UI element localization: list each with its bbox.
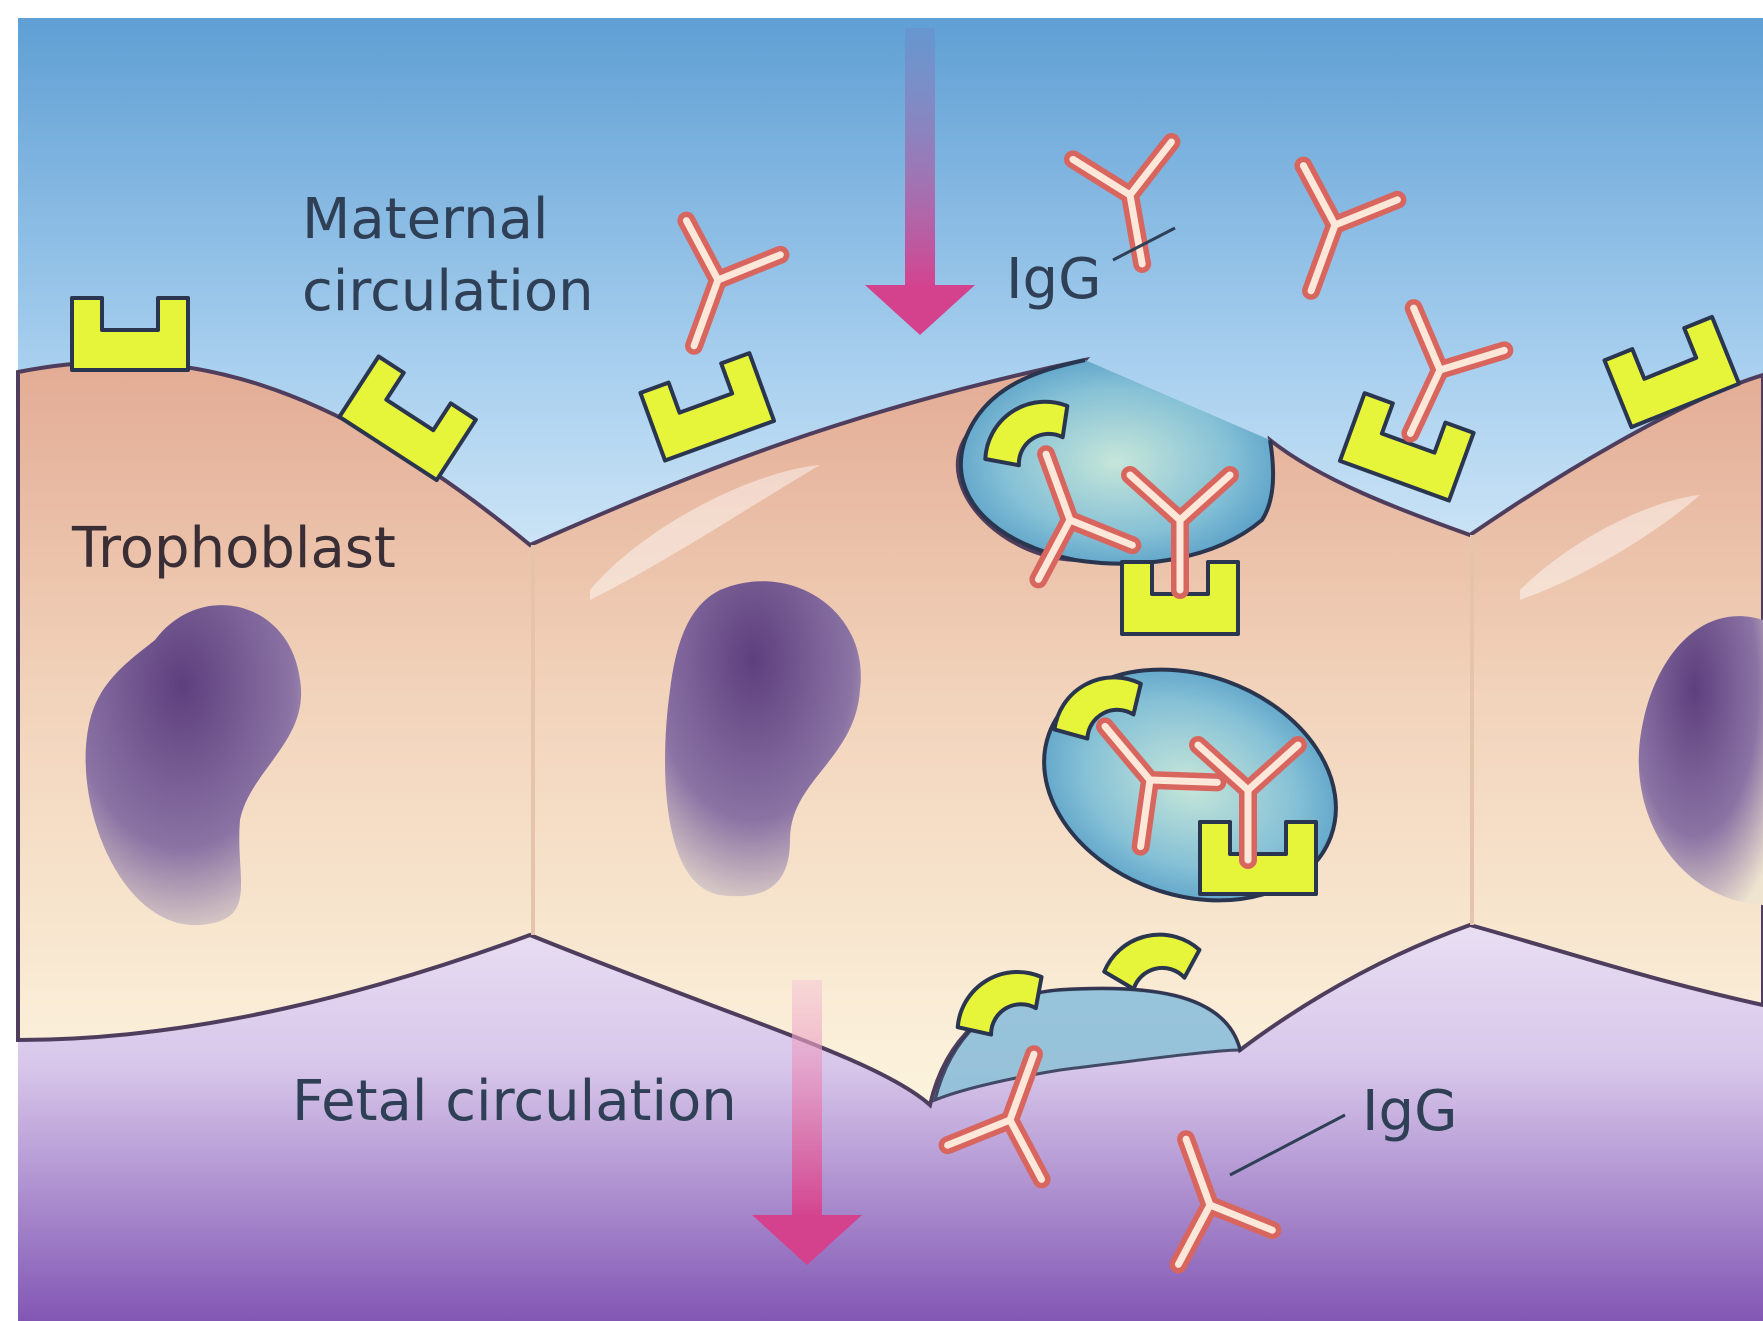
igg-label-bottom: IgG [1362,1079,1457,1144]
fetal-circulation-label: Fetal circulation [292,1069,737,1134]
igg-label-top: IgG [1006,247,1101,312]
trophoblast-label: Trophoblast [71,516,396,581]
maternal-circulation-label-line2: circulation [302,259,594,324]
maternal-circulation-label-line1: Maternal [302,187,548,252]
